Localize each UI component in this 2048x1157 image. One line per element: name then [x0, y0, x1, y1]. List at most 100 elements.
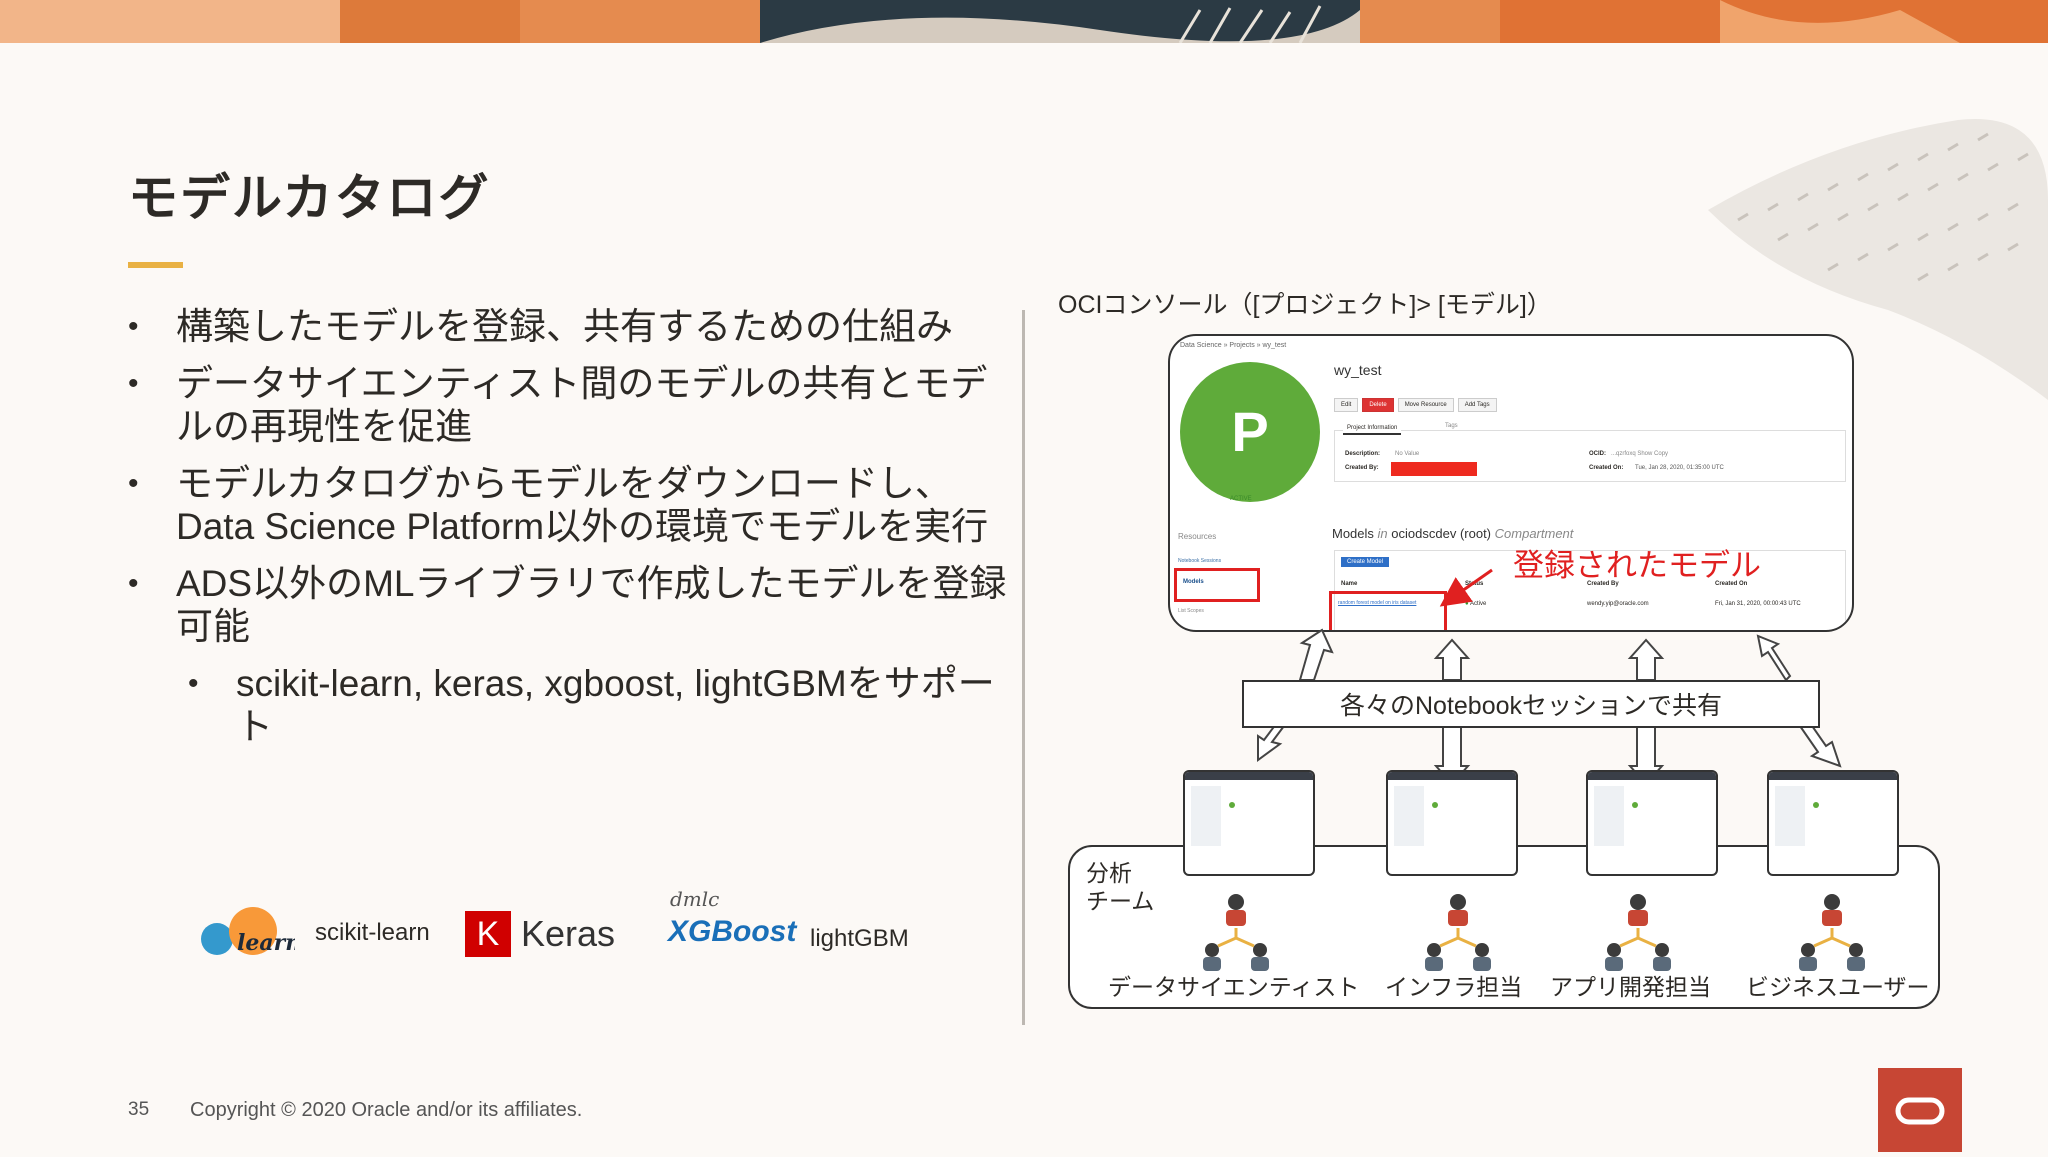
bullet-item: • 構築したモデルを登録、共有するための仕組み [128, 305, 1008, 348]
decorative-texture [1628, 80, 2048, 440]
bidirectional-arrow-1b [1257, 722, 1286, 762]
oracle-logo-icon [1895, 1097, 1945, 1125]
role-label-infrastructure: インフラ担当 [1385, 974, 1523, 1000]
move-resource-button[interactable]: Move Resource [1397, 398, 1454, 412]
keras-logo-mark: K [476, 915, 500, 953]
models-heading-in: in [1377, 526, 1388, 541]
created-on-value: Tue, Jan 28, 2020, 01:35:00 UTC [1635, 465, 1724, 471]
project-avatar: P [1180, 362, 1320, 502]
add-tags-button[interactable]: Add Tags [1457, 398, 1497, 412]
models-heading: Models in ociodscdev (root) Compartment [1332, 526, 1573, 541]
notebook-status-dot [1632, 802, 1638, 808]
annotation-arrow [1439, 568, 1493, 607]
project-action-buttons: Edit Delete Move Resource Add Tags [1334, 398, 1497, 412]
create-model-button[interactable]: Create Model [1341, 557, 1390, 567]
notebook-titlebar [1769, 772, 1897, 780]
registered-model-label: 登録されたモデル [1513, 548, 1761, 583]
bullet-dot: • [128, 567, 139, 600]
tab-tags[interactable]: Tags [1445, 423, 1458, 429]
role-label-data-scientist: データサイエンティスト [1108, 974, 1360, 1000]
models-heading-title: Models [1332, 526, 1374, 541]
role-label-app-developer: アプリ開発担当 [1550, 974, 1711, 1000]
bidirectional-arrow-4 [1756, 634, 1792, 682]
vertical-divider [1022, 310, 1025, 1025]
model-row-status-text: Active [1469, 601, 1487, 607]
column-header-created-on: Created On [1715, 581, 1748, 587]
bullet-text: 構築したモデルを登録、共有するための仕組み [176, 306, 953, 347]
compartment-suffix: Compartment [1494, 526, 1574, 541]
notebook-titlebar [1588, 772, 1716, 780]
column-header-name: Name [1341, 581, 1358, 587]
share-label-box: 各々のNotebookセッションで共有 [1242, 680, 1820, 728]
model-row-name-link[interactable]: random forest model on iris dataset [1338, 600, 1417, 606]
notebook-session-thumbnail [1183, 770, 1315, 876]
library-logos: learn scikit-learn K Keras dmlc XGBoost … [195, 887, 935, 975]
page-number: 35 [128, 1099, 150, 1120]
bidirectional-arrow-1 [1298, 628, 1334, 681]
banner-pattern [0, 0, 2048, 43]
role-label-business-user: ビジネスユーザー [1746, 974, 1930, 1000]
notebook-sidebar [1394, 786, 1424, 846]
lightgbm-label: lightGBM [810, 925, 909, 952]
notebook-session-thumbnail [1767, 770, 1899, 876]
model-row-created-by: wendy.yip@oracle.com [1587, 601, 1649, 607]
bullet-list: • 構築したモデルを登録、共有するための仕組み • データサイエンティスト間のモデル… [128, 305, 1008, 762]
team-label-line-2: チーム [1086, 888, 1155, 914]
team-label-line-1: 分析 [1086, 860, 1132, 886]
project-name: wy_test [1334, 362, 1382, 378]
diagram-caption: OCIコンソール（[プロジェクト]> [モデル]） [1058, 291, 1552, 319]
oci-console-screenshot: Data Science » Projects » wy_test P ACTI… [1168, 334, 1854, 632]
scikit-learn-label: scikit-learn [315, 919, 430, 946]
project-status: ACTIVE [1230, 496, 1252, 502]
bullet-text: scikit-learn, keras, xgboost, lightGBMをサ… [236, 663, 995, 747]
bullet-dot: • [188, 667, 199, 700]
side-link-list-scopes[interactable]: List Scopes [1178, 608, 1204, 614]
ocid-value: ...qzrfoxq Show Copy [1611, 451, 1669, 457]
double-arrows [1257, 628, 1842, 786]
delete-button[interactable]: Delete [1362, 398, 1394, 412]
project-avatar-letter: P [1231, 400, 1269, 463]
ocid-label: OCID: [1589, 451, 1606, 457]
notebook-sidebar [1191, 786, 1221, 846]
keras-label: Keras [521, 913, 616, 954]
notebook-status-dot [1813, 802, 1819, 808]
tab-project-information[interactable]: Project Information [1343, 423, 1402, 435]
models-highlight-box: Models [1174, 568, 1260, 602]
registered-model-highlight-box: random forest model on iris dataset [1329, 591, 1447, 630]
bidirectional-arrow-3 [1627, 638, 1665, 681]
people-group-icon [1425, 894, 1491, 971]
console-breadcrumb: Data Science » Projects » wy_test [1180, 342, 1287, 349]
compartment-name: ociodscdev (root) [1391, 526, 1492, 541]
models-table: Create Model Name Status Created By Crea… [1329, 550, 1846, 630]
notebook-titlebar [1388, 772, 1516, 780]
bullet-dot: • [128, 367, 139, 400]
texture-pattern [1708, 119, 2048, 400]
slide-title: モデルカタログ [128, 169, 491, 227]
people-group-icon [1799, 894, 1865, 971]
copyright-text: Copyright © 2020 Oracle and/or its affil… [190, 1099, 583, 1121]
bullet-item: •ADS以外のMLライブラリで作成したモデルを登録可能 [128, 562, 1008, 648]
team-label: 分析 チーム [1086, 859, 1154, 915]
description-value: No Value [1395, 451, 1420, 457]
people-group-icon [1605, 894, 1671, 971]
keras-logo: K [465, 911, 511, 957]
bullet-dot: • [128, 310, 139, 343]
oracle-logo-badge [1878, 1068, 1962, 1152]
bidirectional-arrow-2 [1433, 638, 1471, 681]
sub-bullet-item: • scikit-learn, keras, xgboost, lightGBMを… [128, 662, 1008, 748]
people-group-icon [1203, 894, 1269, 971]
bullet-text: データサイエンティスト間のモデルの共有とモデルの再現性を促進 [176, 363, 988, 447]
title-accent-bar [128, 262, 183, 268]
xgboost-dmlc-text: dmlc [670, 887, 720, 911]
description-label: Description: [1345, 451, 1381, 457]
edit-button[interactable]: Edit [1334, 398, 1359, 412]
notebook-status-dot [1229, 802, 1235, 808]
notebook-status-dot [1432, 802, 1438, 808]
redacted-created-by [1391, 462, 1477, 476]
side-link-notebook-sessions[interactable]: Notebook Sessions [1178, 558, 1222, 564]
decorative-banner [0, 0, 2048, 43]
notebook-titlebar [1185, 772, 1313, 780]
side-link-models[interactable]: Models [1183, 579, 1204, 585]
xgboost-logo-text: XGBoost [668, 915, 797, 948]
